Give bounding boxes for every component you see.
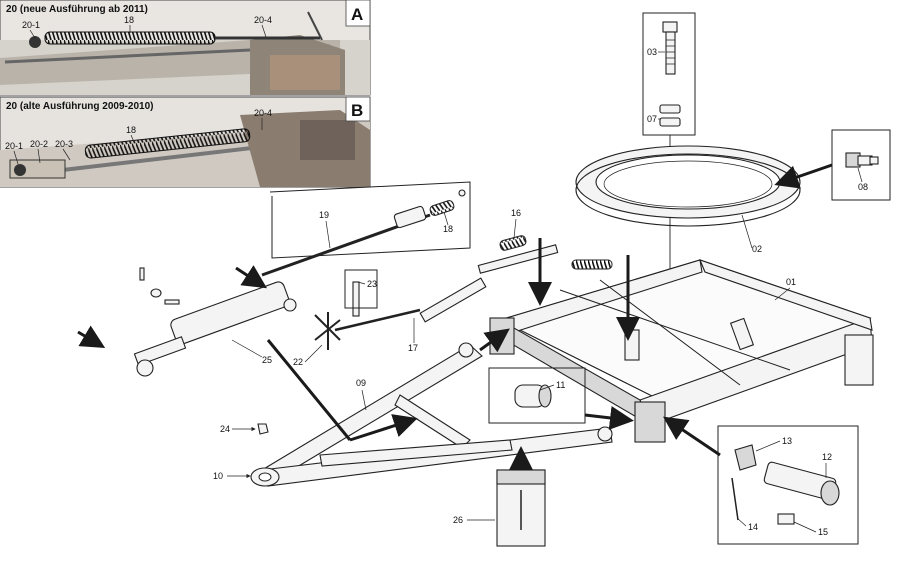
main-frame (489, 259, 874, 443)
inset-a-photo: 20 (neue Ausführung ab 2011) A 20-1 18 2… (0, 0, 371, 96)
callout-14: 14 (748, 522, 758, 532)
callout-07: 07 (647, 114, 657, 124)
panel-box (496, 446, 546, 547)
callout-13: 13 (782, 436, 792, 446)
inset-b-label-20-1: 20-1 (5, 141, 23, 151)
inset-a-label-20-4: 20-4 (254, 15, 272, 25)
drawbar (250, 342, 613, 487)
inset-a-title: 20 (neue Ausführung ab 2011) (6, 4, 148, 15)
callout-16: 16 (511, 208, 521, 218)
callout-12: 12 (822, 452, 832, 462)
callout-19: 19 (319, 210, 329, 220)
inset-b-label-20-2: 20-2 (30, 139, 48, 149)
hydraulic-cylinder (133, 267, 297, 377)
panel-pin-nut (663, 416, 859, 545)
callout-24: 24 (220, 424, 230, 434)
slewing-ring (575, 145, 801, 227)
callout-22: 22 (293, 357, 303, 367)
inset-b-photo: 20 (alte Ausführung 2009-2010) B 20-1 20… (0, 96, 371, 188)
inset-a-label-18: 18 (124, 15, 134, 25)
callout-26: 26 (453, 515, 463, 525)
callouts: 01 02 03 07 08 09 10 11 12 13 14 15 16 1… (213, 47, 868, 537)
panel-cable-spring (261, 181, 471, 277)
callout-23: 23 (367, 279, 377, 289)
callout-18: 18 (443, 224, 453, 234)
direction-arrows (77, 238, 640, 442)
callout-09: 09 (356, 378, 366, 388)
callout-25: 25 (262, 355, 272, 365)
callout-15: 15 (818, 527, 828, 537)
callout-01: 01 (786, 277, 796, 287)
callout-10: 10 (213, 471, 223, 481)
inset-b-letter: B (351, 101, 363, 120)
panel-bushing (488, 367, 586, 424)
callout-03: 03 (647, 47, 657, 57)
inset-b-title: 20 (alte Ausführung 2009-2010) (6, 101, 153, 112)
inset-b-label-20-3: 20-3 (55, 139, 73, 149)
panel-fitting (774, 129, 891, 201)
inset-a-label-20-1: 20-1 (22, 20, 40, 30)
linkage (314, 235, 613, 350)
callout-02: 02 (752, 244, 762, 254)
callout-17: 17 (408, 343, 418, 353)
inset-a-letter: A (351, 5, 363, 24)
inset-b-label-20-4: 20-4 (254, 108, 272, 118)
callout-11: 11 (556, 380, 565, 390)
callout-08: 08 (858, 182, 868, 192)
inset-b-label-18: 18 (126, 125, 136, 135)
